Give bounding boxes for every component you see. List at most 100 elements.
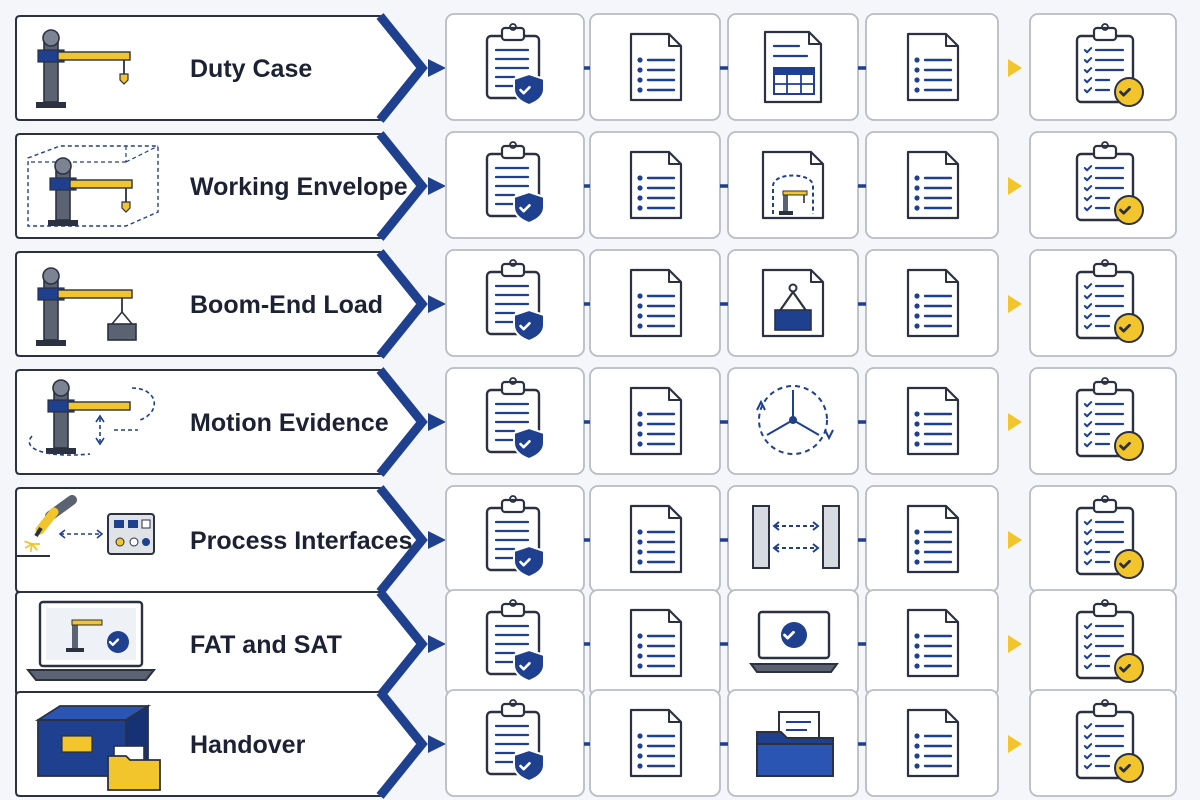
clipboard-shield-icon [485,495,545,579]
row-arrowhead [428,59,446,77]
checklist-approved-icon [1075,599,1144,683]
list-document-icon [906,386,960,456]
stage-card [589,249,721,357]
load-document-icon [761,268,825,338]
checklist-approved-icon [1075,23,1144,107]
clipboard-shield-icon [485,259,545,343]
row-chevron [376,131,428,241]
folder-documents-icon [756,711,834,777]
list-document-icon [906,504,960,574]
clipboard-shield-icon [485,377,545,461]
stage-card [445,249,585,357]
stage-card [865,131,999,239]
row-label: Motion Evidence [190,409,389,437]
stage-card [1029,367,1177,475]
row-chevron [376,689,428,799]
row-label: Handover [190,731,306,759]
checklist-approved-icon [1075,259,1144,343]
list-document-icon [629,150,683,220]
pillar-jib-crane-icon [36,29,131,108]
stage-card [589,13,721,121]
stage-card [865,249,999,357]
list-document-icon [629,504,683,574]
list-document-icon [906,708,960,778]
row-chevron [376,367,428,477]
yellow-arrow-icon [1008,413,1022,431]
stage-card [445,485,585,593]
row-label: FAT and SAT [190,631,342,659]
crane-motion-icon [28,379,156,456]
row-label-panel [15,369,422,475]
stage-card [727,485,859,593]
yellow-arrow-icon [1008,177,1022,195]
list-document-icon [629,386,683,456]
checklist-approved-icon [1075,141,1144,225]
stage-card [865,13,999,121]
clipboard-shield-icon [485,23,545,107]
clipboard-shield-icon [485,141,545,225]
pipeline-row: Process Interfaces [15,485,1177,595]
stage-card [589,485,721,593]
row-chevron [376,13,428,123]
crane-envelope-icon [27,145,159,227]
stage-card [865,589,999,697]
stage-card [445,131,585,239]
stage-card [589,589,721,697]
envelope-document-icon [761,150,825,220]
row-label: Duty Case [190,55,312,83]
stage-card [589,689,721,797]
stage-card [589,131,721,239]
list-document-icon [629,268,683,338]
yellow-arrow-icon [1008,59,1022,77]
pipeline-row: Working Envelope [15,131,1177,241]
yellow-arrow-icon [1008,531,1022,549]
list-document-icon [906,32,960,102]
yellow-arrow-icon [1008,295,1022,313]
stage-card [1029,485,1177,593]
row-arrowhead [428,531,446,549]
list-document-icon [906,150,960,220]
stage-card [1029,249,1177,357]
stage-card [727,13,859,121]
stage-card [1029,589,1177,697]
stage-card [727,249,859,357]
row-chevron [376,249,428,359]
stage-card [727,689,859,797]
row-arrowhead [428,735,446,753]
checklist-approved-icon [1075,377,1144,461]
row-chevron [376,589,428,699]
pipeline-row: FAT and SAT [15,589,1177,699]
row-label: Working Envelope [190,173,408,201]
interface-arrows-icon [752,505,840,569]
stage-card [865,689,999,797]
row-label: Boom-End Load [190,291,383,319]
stage-card [1029,131,1177,239]
checklist-approved-icon [1075,495,1144,579]
list-document-icon [906,268,960,338]
list-document-icon [629,708,683,778]
stage-card [445,689,585,797]
stage-card [445,13,585,121]
stage-card [589,367,721,475]
row-arrowhead [428,413,446,431]
clipboard-shield-icon [485,599,545,683]
stage-card [445,589,585,697]
torch-panel-icon [16,495,155,557]
row-arrowhead [428,295,446,313]
list-document-icon [629,608,683,678]
stage-card [1029,13,1177,121]
clipboard-shield-icon [485,699,545,783]
motion-arrows-icon [756,385,834,455]
stage-card [445,367,585,475]
stage-card [727,589,859,697]
row-chevron [376,485,428,595]
list-document-icon [906,608,960,678]
stage-card [865,367,999,475]
pipeline-row: Handover [15,689,1177,799]
list-document-icon [629,32,683,102]
laptop-crane-check-icon [25,600,157,681]
stage-card [865,485,999,593]
crate-folder-icon [34,704,161,791]
pipeline-row: Duty Case [15,13,1177,123]
